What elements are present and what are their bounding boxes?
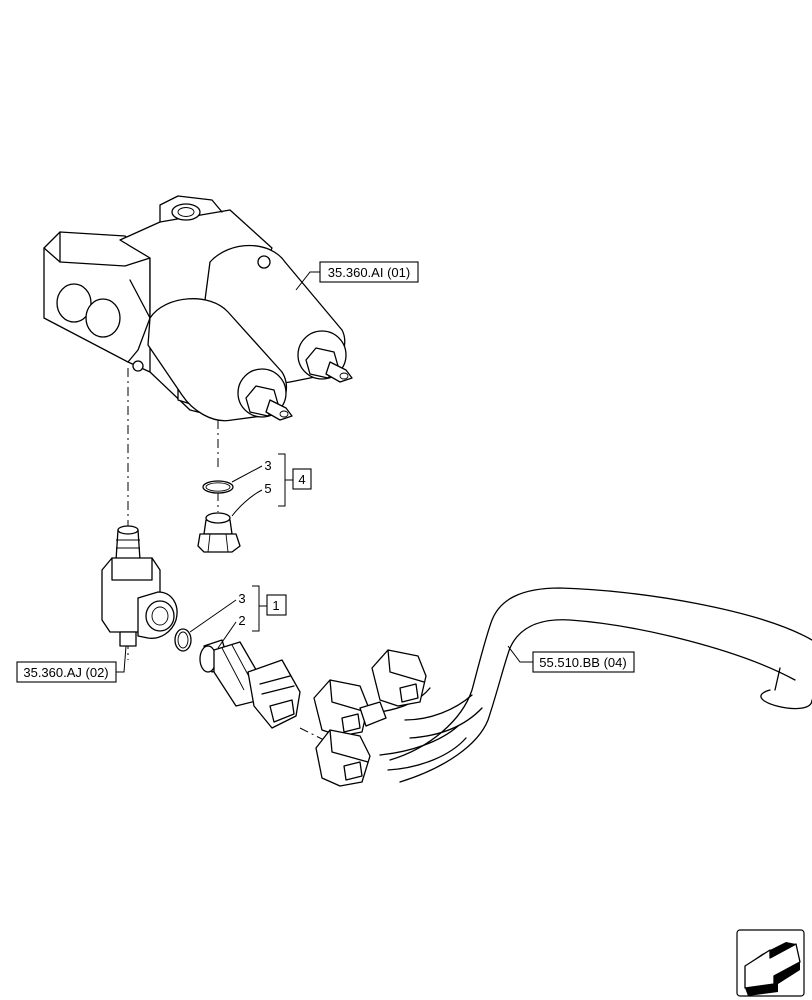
svg-text:5: 5 [264,481,271,496]
svg-text:2: 2 [238,613,245,628]
svg-text:4: 4 [298,472,305,487]
pressure-switch [199,639,301,729]
o-ring-upper [202,480,234,494]
svg-text:55.510.BB (04): 55.510.BB (04) [539,655,626,670]
reference-harness[interactable]: 55.510.BB (04) [507,645,635,673]
svg-text:35.360.AJ (02): 35.360.AJ (02) [23,665,108,680]
adapter [101,525,178,647]
group-upper-kit[interactable]: 4 [292,468,312,490]
callout-seal-lower: 3 [189,591,246,633]
svg-text:35.360.AI (01): 35.360.AI (01) [328,265,410,280]
connector-c [315,729,371,787]
svg-text:3: 3 [238,591,245,606]
callout-seal-upper: 3 [231,458,272,483]
connector-a [371,649,427,707]
group-lower-kit[interactable]: 1 [266,594,287,616]
callout-pressure-switch: 2 [217,613,246,649]
plug [197,512,241,553]
svg-text:3: 3 [264,458,271,473]
svg-text:1: 1 [272,598,279,613]
reference-valve-block[interactable]: 35.360.AI (01) [295,261,419,291]
connector-b [313,679,369,737]
callout-plug: 5 [231,481,272,517]
group-bracket-lower [252,585,267,632]
group-bracket-upper [278,453,293,507]
arrow-icon[interactable] [736,929,805,997]
wire-harness [313,587,812,787]
o-ring-lower [174,628,192,652]
valve-block [43,195,353,422]
reference-adapter[interactable]: 35.360.AJ (02) [16,645,127,683]
